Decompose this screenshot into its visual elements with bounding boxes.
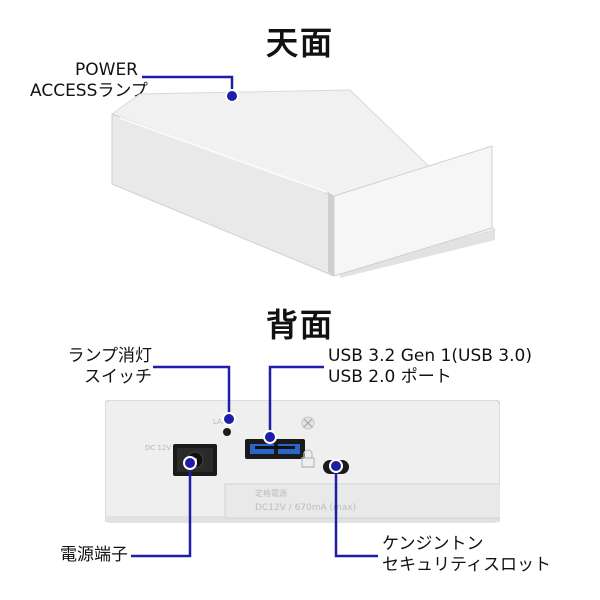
power-lamp-label: POWER ACCESSランプ [30,60,148,102]
dc-in-mark: DC 12V [145,444,171,452]
top-view-heading: 天面 [265,24,334,62]
power-lamp-marker [225,89,239,103]
top-view-device [111,89,496,278]
usb-port-label-line2: USB 2.0 ポート [328,367,452,387]
rear-panel: DC 12V LAMP 定格電源 DC12V / 670mA (max) [105,400,500,523]
lamp-switch-marker [222,412,236,426]
lamp-switch-label-line1: ランプ消灯 [67,346,153,366]
lamp-switch-hole: LAMP [213,418,232,436]
kensington-label: ケンジントン セキュリティスロット [382,534,551,576]
lamp-switch-label-line2: スイッチ [84,367,152,387]
lock-icon [301,449,315,468]
power-terminal-label: 電源端子 [60,545,128,565]
power-lamp-label-line1: POWER [75,60,138,80]
rating-title: 定格電源 [255,488,287,498]
lamp-switch-label: ランプ消灯 スイッチ [40,346,153,388]
rear-view-heading: 背面 [265,306,334,344]
power-lamp-label-line2: ACCESSランプ [30,81,148,101]
usb-port-label-line1: USB 3.2 Gen 1(USB 3.0) [328,346,532,366]
screw [301,416,315,430]
usb-port [245,439,305,459]
rating-value: DC12V / 670mA (max) [255,503,356,513]
rating-plate: 定格電源 DC12V / 670mA (max) [224,483,500,519]
kensington-label-line2: セキュリティスロット [382,555,551,575]
kensington-label-line1: ケンジントン [382,534,484,554]
lamp-off-mark: LAMP [213,418,232,426]
kensington-marker [329,459,343,473]
power-terminal-marker [183,456,197,470]
usb-port-label: USB 3.2 Gen 1(USB 3.0) USB 2.0 ポート [328,346,532,388]
usb-port-marker [263,430,277,444]
